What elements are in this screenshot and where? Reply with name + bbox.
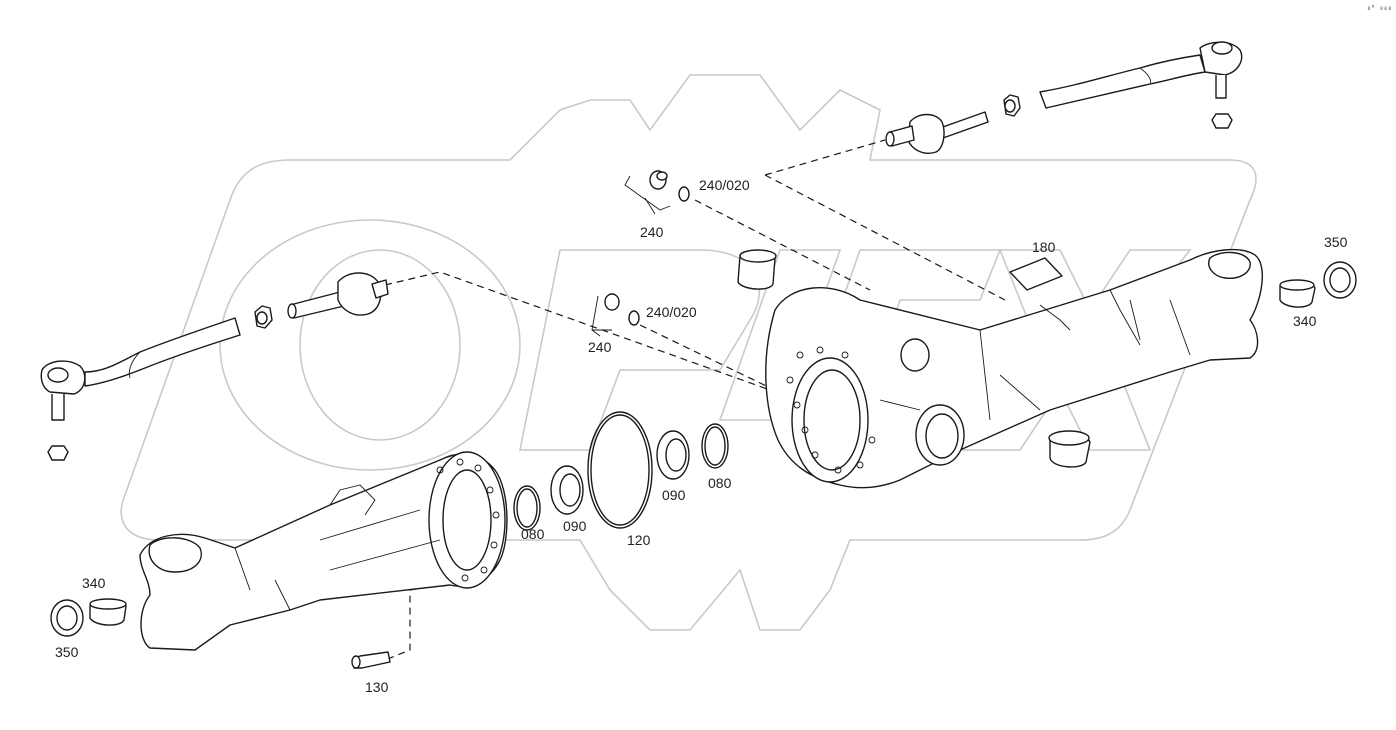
label-080-right: 080 (708, 475, 732, 491)
label-240-020-top: 240/020 (699, 177, 750, 193)
bolt-130 (351, 651, 391, 669)
tie-rod-left (40, 272, 389, 461)
axle-housing-left (139, 451, 508, 651)
part-240-top (624, 170, 690, 215)
label-080-left: 080 (521, 526, 545, 542)
label-340-right: 340 (1293, 313, 1317, 329)
label-120: 120 (627, 532, 651, 548)
label-130: 130 (365, 679, 389, 695)
label-350-left: 350 (55, 644, 79, 660)
label-240-020-mid: 240/020 (646, 304, 697, 320)
bushings (50, 249, 1357, 637)
label-090-right: 090 (662, 487, 686, 503)
label-240-top: 240 (640, 224, 664, 240)
label-180: 180 (1032, 239, 1056, 255)
ball-joint-right (885, 111, 989, 154)
label-340-left: 340 (82, 575, 106, 591)
seals-and-bearings (513, 411, 729, 531)
part-180-plate (1009, 257, 1063, 291)
label-090-left: 090 (563, 518, 587, 534)
part-240-mid (591, 293, 640, 337)
label-240-mid: 240 (588, 339, 612, 355)
label-350-right: 350 (1324, 234, 1348, 250)
corner-mark: ₀⁰ ₀₀₀ (1366, 4, 1392, 12)
axle-housing-center (765, 248, 1263, 489)
tie-rod-right (1003, 41, 1243, 129)
